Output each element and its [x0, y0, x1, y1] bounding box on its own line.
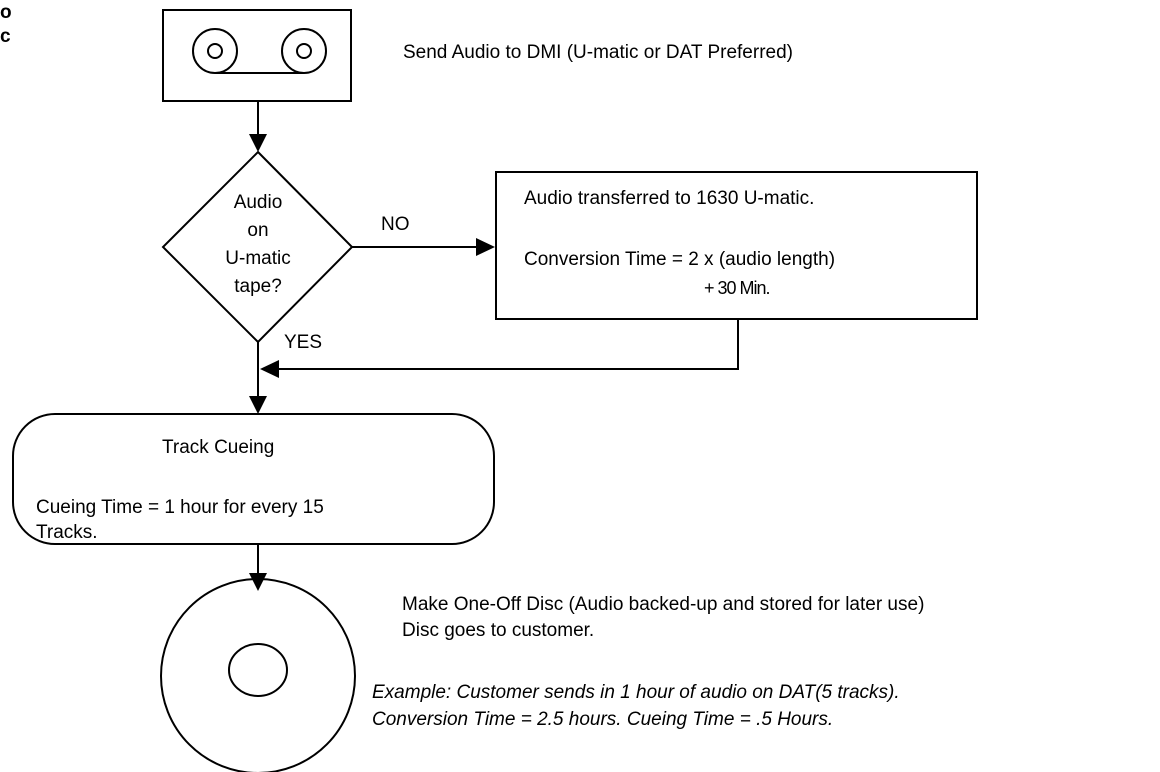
- cueing-title: Track Cueing: [162, 437, 275, 458]
- tape-reel-left-hub: [207, 43, 223, 59]
- cueing-line-2: Tracks.: [36, 522, 98, 543]
- send-audio-label: Send Audio to DMI (U-matic or DAT Prefer…: [403, 42, 793, 63]
- arrowhead-down: [249, 573, 267, 591]
- tape-box: [162, 9, 352, 102]
- disc-hole: [228, 643, 288, 697]
- example-line-2: Conversion Time = 2.5 hours. Cueing Time…: [372, 709, 834, 730]
- yes-label: YES: [284, 332, 323, 353]
- corner-text-1: o: [0, 2, 12, 23]
- decision-line-2: on: [247, 220, 269, 241]
- one-off-line-1: Make One-Off Disc (Audio backed-up and s…: [402, 594, 925, 615]
- tape-reel-right: [281, 28, 327, 74]
- disc-icon: [160, 578, 356, 772]
- corner-text-2: c: [0, 26, 11, 47]
- tape-reel-right-hub: [296, 43, 312, 59]
- transfer-line-3: + 30 Min.: [704, 278, 771, 298]
- decision-line-3: U-matic: [225, 248, 291, 269]
- arrowhead-down: [249, 396, 267, 414]
- example-line-1: Example: Customer sends in 1 hour of aud…: [372, 682, 900, 703]
- decision-diamond: [161, 150, 354, 344]
- connector-return: [278, 319, 739, 370]
- arrowhead-down: [249, 134, 267, 152]
- one-off-line-2: Disc goes to customer.: [402, 620, 595, 641]
- cueing-box: [12, 413, 495, 545]
- arrowhead-right: [476, 238, 495, 256]
- no-label: NO: [381, 214, 410, 235]
- transfer-box: [495, 171, 978, 320]
- decision-line-1: Audio: [233, 192, 283, 213]
- cueing-line-1: Cueing Time = 1 hour for every 15: [36, 497, 324, 518]
- transfer-line-2: Conversion Time = 2 x (audio length): [524, 249, 836, 270]
- arrowhead-left: [260, 360, 279, 378]
- decision-line-4: tape?: [234, 276, 282, 297]
- transfer-line-1: Audio transferred to 1630 U-matic.: [524, 188, 815, 209]
- tape-reel-left: [192, 28, 238, 74]
